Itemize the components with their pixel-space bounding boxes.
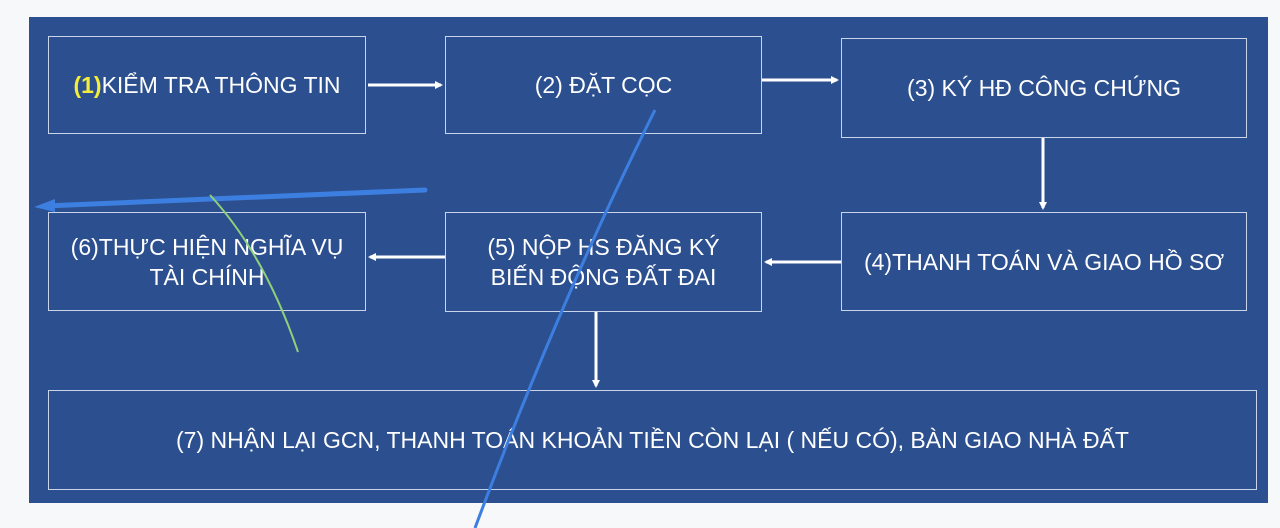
step-3-label: (3) KÝ HĐ CÔNG CHỨNG [907, 75, 1181, 101]
pen-blue-stroke [473, 109, 657, 528]
step-7-box: (7) NHẬN LẠI GCN, THANH TOÁN KHOẢN TIỀN … [48, 390, 1257, 490]
step-4-box: (4)THANH TOÁN VÀ GIAO HỒ SƠ [841, 212, 1247, 311]
pen-arrowhead-annotation [34, 199, 55, 212]
step-1-number: (1) [73, 72, 102, 98]
step-1-label: KIỂM TRA THÔNG TIN [101, 72, 341, 98]
step-2-label: (2) ĐẶT CỌC [534, 72, 673, 98]
diagram-panel [29, 17, 1268, 503]
step-5-box: (5) NỘP HS ĐĂNG KÝ BIẾN ĐỘNG ĐẤT ĐAI [445, 212, 762, 312]
step-6-box: (6)THỰC HIỆN NGHĨA VỤ TÀI CHÍNH [48, 212, 366, 311]
step-1-box: (1)KIỂM TRA THÔNG TIN [48, 36, 366, 134]
step-7-label: (7) NHẬN LẠI GCN, THANH TOÁN KHOẢN TIỀN … [176, 427, 1129, 453]
step-2-box: (2) ĐẶT CỌC [445, 36, 762, 134]
step-3-box: (3) KÝ HĐ CÔNG CHỨNG [841, 38, 1247, 138]
pen-arrow-annotation [42, 187, 428, 209]
step-6-label: (6)THỰC HIỆN NGHĨA VỤ TÀI CHÍNH [70, 233, 344, 290]
step-5-label: (5) NỘP HS ĐĂNG KÝ BIẾN ĐỘNG ĐẤT ĐAI [487, 234, 720, 290]
pen-green-stroke [209, 194, 299, 353]
step-4-label: (4)THANH TOÁN VÀ GIAO HỒ SƠ [863, 248, 1225, 275]
